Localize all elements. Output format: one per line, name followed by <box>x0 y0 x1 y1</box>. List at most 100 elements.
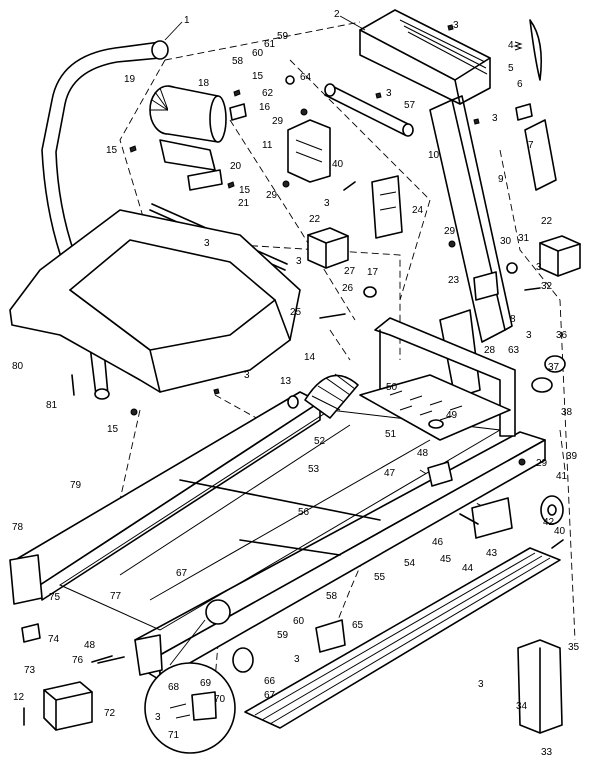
pulley-part <box>287 373 359 419</box>
cord-5 <box>529 19 543 81</box>
nut-15-d <box>130 408 138 416</box>
callout-label: 3 <box>492 113 498 124</box>
callout-label: 59 <box>277 31 289 42</box>
callout-label: 57 <box>404 100 416 111</box>
callout-label: 32 <box>541 281 553 292</box>
callout-label: 18 <box>198 78 210 89</box>
callout-label: 64 <box>300 72 312 83</box>
callout-label: 48 <box>417 448 429 459</box>
callout-label: 49 <box>446 410 458 421</box>
callout-label: 48 <box>84 640 96 651</box>
clip-6 <box>515 103 533 121</box>
nut-29-a <box>300 108 308 116</box>
callout-label: 23 <box>448 275 460 286</box>
callout-label: 12 <box>13 692 25 703</box>
callout-label: 27 <box>344 266 356 277</box>
callout-label: 47 <box>384 468 396 479</box>
callout-label: 15 <box>252 71 264 82</box>
side-step-part <box>244 547 561 729</box>
callout-label: 3 <box>536 262 542 273</box>
callout-label: 40 <box>332 159 344 170</box>
callout-label: 29 <box>266 190 278 201</box>
screw-15-c <box>227 181 235 189</box>
callout-label: 54 <box>404 558 416 569</box>
callout-label: 25 <box>290 307 302 318</box>
callout-label: 9 <box>498 174 504 185</box>
callout-label: 3 <box>294 654 300 665</box>
callout-label: 31 <box>518 233 530 244</box>
callout-label: 13 <box>280 376 292 387</box>
motor-part <box>149 85 227 171</box>
bolt-48 <box>97 656 125 664</box>
callout-label: 3 <box>453 20 459 31</box>
callout-label: 3 <box>296 256 302 267</box>
callout-label: 56 <box>298 507 310 518</box>
callout-label: 19 <box>124 74 136 85</box>
callout-label: 29 <box>536 458 548 469</box>
bracket-47 <box>427 461 453 487</box>
callout-label: 8 <box>510 314 516 325</box>
callout-label: 1 <box>184 15 190 26</box>
screw-40-b <box>551 539 564 549</box>
callout-label: 76 <box>72 655 84 666</box>
callout-label: 55 <box>374 572 386 583</box>
callout-label: 61 <box>264 39 276 50</box>
key-37 <box>531 377 553 393</box>
callout-label: 3 <box>204 238 210 249</box>
callout-label: 77 <box>110 591 122 602</box>
callout-label: 5 <box>508 63 514 74</box>
callout-label: 65 <box>352 620 364 631</box>
front-wheel-part <box>471 495 564 539</box>
nut-29-b <box>282 180 290 188</box>
callout-label: 43 <box>486 548 498 559</box>
screw-25 <box>319 313 346 319</box>
callout-label: 73 <box>24 665 36 676</box>
callout-label: 7 <box>528 140 534 151</box>
mount-23 <box>473 271 499 301</box>
transformer-left-part <box>307 227 349 269</box>
callout-label: 60 <box>252 48 264 59</box>
callout-label: 36 <box>556 330 568 341</box>
part-callouts: 1 2 3 4 5 6 7 8 9 10 11 12 13 14 15 15 1… <box>12 9 580 758</box>
callout-label: 39 <box>566 451 578 462</box>
end-cap-part <box>43 634 163 731</box>
callout-label: 29 <box>444 226 456 237</box>
screw-3-b <box>375 92 382 99</box>
callout-label: 21 <box>238 198 250 209</box>
bracket-20 <box>187 169 223 191</box>
screw-3-c <box>473 118 480 125</box>
callout-label: 41 <box>556 471 568 482</box>
magnet-62 <box>285 75 295 85</box>
callout-label: 60 <box>293 616 305 627</box>
callout-label: 68 <box>168 682 180 693</box>
callout-label: 42 <box>543 517 555 528</box>
callout-label: 2 <box>334 9 340 20</box>
callout-label: 35 <box>568 642 580 653</box>
callout-label: 81 <box>46 400 58 411</box>
bolt-32 <box>524 287 541 291</box>
pulley-assembly-26 <box>363 286 377 298</box>
callout-label: 6 <box>517 79 523 90</box>
callout-label: 44 <box>462 563 474 574</box>
bracket-65 <box>315 619 346 653</box>
callout-label: 17 <box>367 267 379 278</box>
callout-label: 3 <box>478 679 484 690</box>
handrail-part <box>41 40 169 400</box>
callout-label: 33 <box>541 747 553 758</box>
callout-label: 51 <box>385 429 397 440</box>
bolt-81 <box>71 374 75 396</box>
callout-label: 71 <box>168 730 180 741</box>
bracket-73 <box>21 623 41 643</box>
spring-4 <box>513 41 523 51</box>
screw-3-d <box>213 388 220 395</box>
callout-label: 62 <box>262 88 274 99</box>
belt-part <box>179 479 381 556</box>
callout-label: 74 <box>48 634 60 645</box>
callout-label: 70 <box>214 694 226 705</box>
callout-label: 3 <box>526 330 532 341</box>
callout-label: 14 <box>304 352 316 363</box>
callout-label: 3 <box>155 712 161 723</box>
callout-label: 58 <box>326 591 338 602</box>
